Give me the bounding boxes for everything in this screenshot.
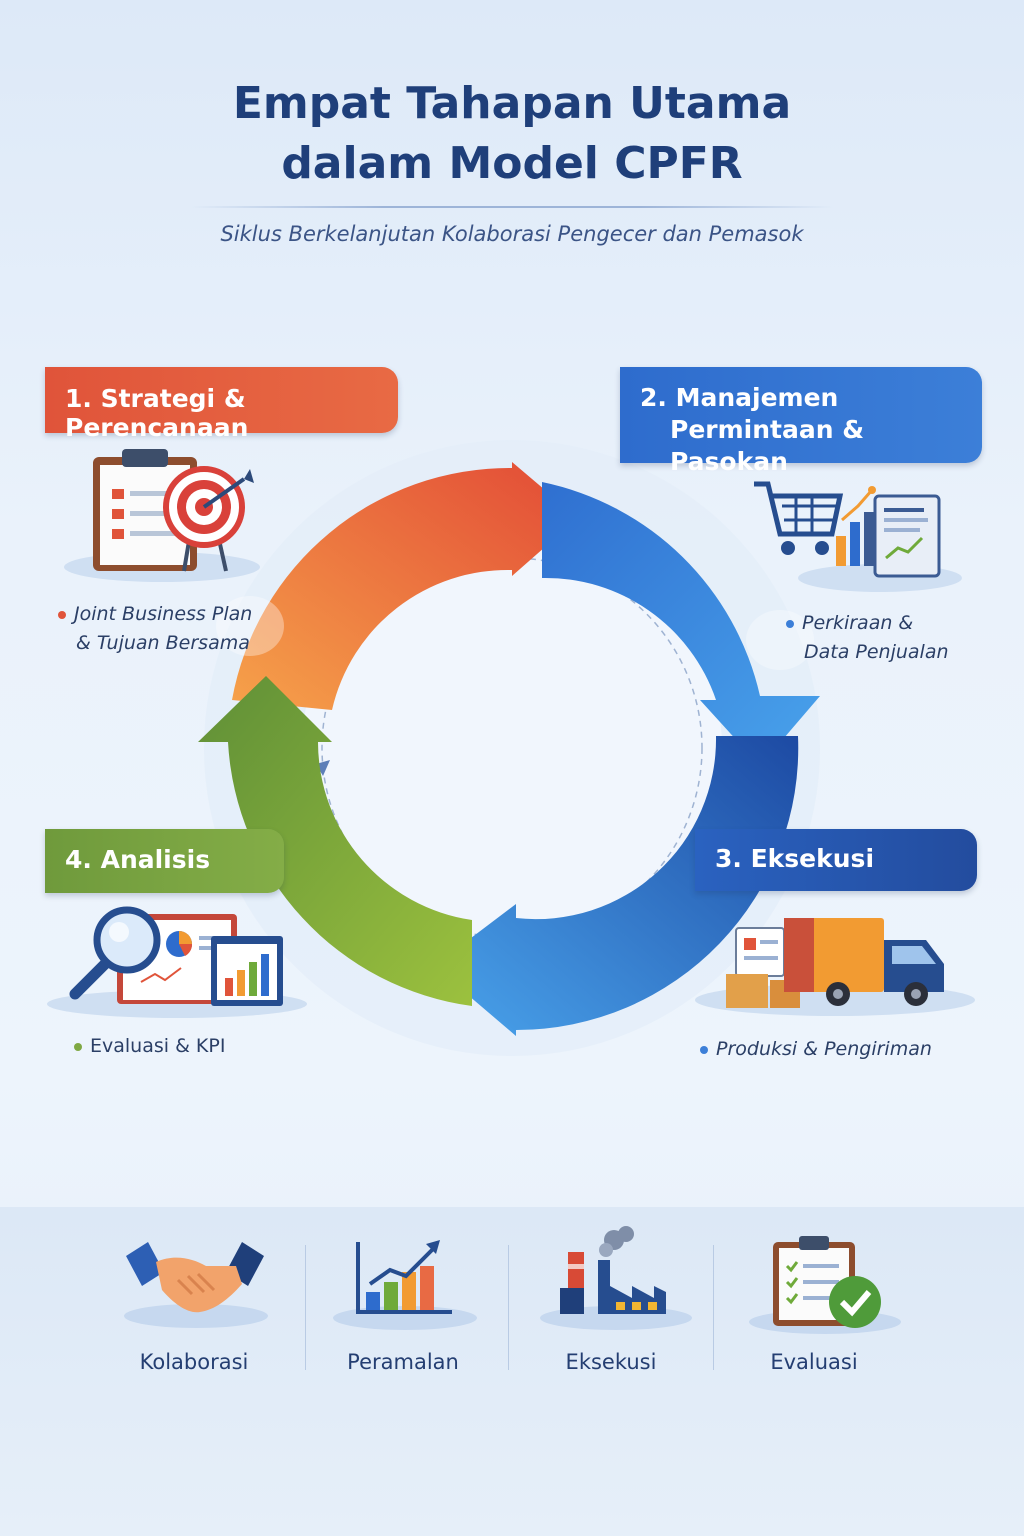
stage-2-title-line-2: Permintaan & Pasokan: [670, 415, 865, 476]
stage-3-point-line-1: Produksi & Pengiriman: [716, 1038, 932, 1060]
page-title: Empat Tahapan Utama dalam Model CPFR: [0, 74, 1024, 194]
handshake-icon: [124, 1242, 268, 1328]
factory-icon: [540, 1226, 692, 1330]
stage-1-point: Joint Business Plan & Tujuan Bersama: [58, 600, 252, 658]
stage-4-title: 4. Analisis: [65, 845, 211, 874]
title-line-1: Empat Tahapan Utama: [232, 78, 792, 129]
cart-chart-icon: [754, 481, 962, 592]
clipboard-target-icon: [64, 449, 260, 582]
stage-2-point: Perkiraan & Data Penjualan: [786, 609, 949, 667]
cycle-diagram: [198, 440, 820, 1056]
arrow-stage-3: [434, 736, 799, 1036]
bullet-dot: [786, 619, 794, 628]
divider: [305, 1245, 306, 1370]
divider: [713, 1245, 714, 1370]
stage-3-point: Produksi & Pengiriman: [700, 1035, 932, 1064]
footer-label-kolaborasi: Kolaborasi: [139, 1350, 249, 1374]
stage-4-point: Evaluasi & KPI: [74, 1032, 225, 1061]
bullet-dot: [58, 610, 66, 619]
page-subtitle: Siklus Berkelanjutan Kolaborasi Pengecer…: [220, 222, 804, 246]
divider: [508, 1245, 509, 1370]
stage-2-banner: 2. Manajemen Permintaan & Pasokan: [620, 367, 982, 476]
stage-3-banner: 3. Eksekusi: [695, 829, 977, 891]
stage-2-point-line-1: Perkiraan &: [802, 612, 914, 634]
bullet-dot: [700, 1045, 708, 1054]
stage-1-point-line-1: Joint Business Plan: [74, 603, 253, 625]
delivery-truck-icon: [695, 918, 975, 1016]
arrow-stage-2: [542, 482, 820, 766]
stage-1-banner: 1. Strategi & Perencanaan: [45, 367, 398, 442]
footer-label-eksekusi: Eksekusi: [565, 1350, 657, 1374]
title-line-2: dalam Model CPFR: [281, 138, 743, 189]
stage-2-point-line-2: Data Penjualan: [804, 641, 949, 663]
stage-1-point-line-2: & Tujuan Bersama: [76, 632, 250, 654]
stage-4-point-line-1: Evaluasi & KPI: [90, 1035, 226, 1057]
magnifier-report-icon: [47, 906, 307, 1018]
stage-4-banner: 4. Analisis: [45, 829, 284, 893]
stage-3-title: 3. Eksekusi: [715, 844, 875, 873]
title-divider: [190, 206, 834, 208]
arrow-stage-4: [198, 676, 472, 1006]
footer-label-evaluasi: Evaluasi: [770, 1350, 858, 1374]
stage-2-title-line-1: 2. Manajemen: [640, 383, 839, 412]
growth-chart-icon: [333, 1240, 477, 1330]
checklist-icon: [749, 1236, 901, 1334]
arrow-stage-1: [232, 462, 578, 710]
footer-label-peramalan: Peramalan: [347, 1350, 459, 1374]
stage-1-title: 1. Strategi & Perencanaan: [65, 384, 249, 442]
bullet-dot: [74, 1042, 82, 1051]
